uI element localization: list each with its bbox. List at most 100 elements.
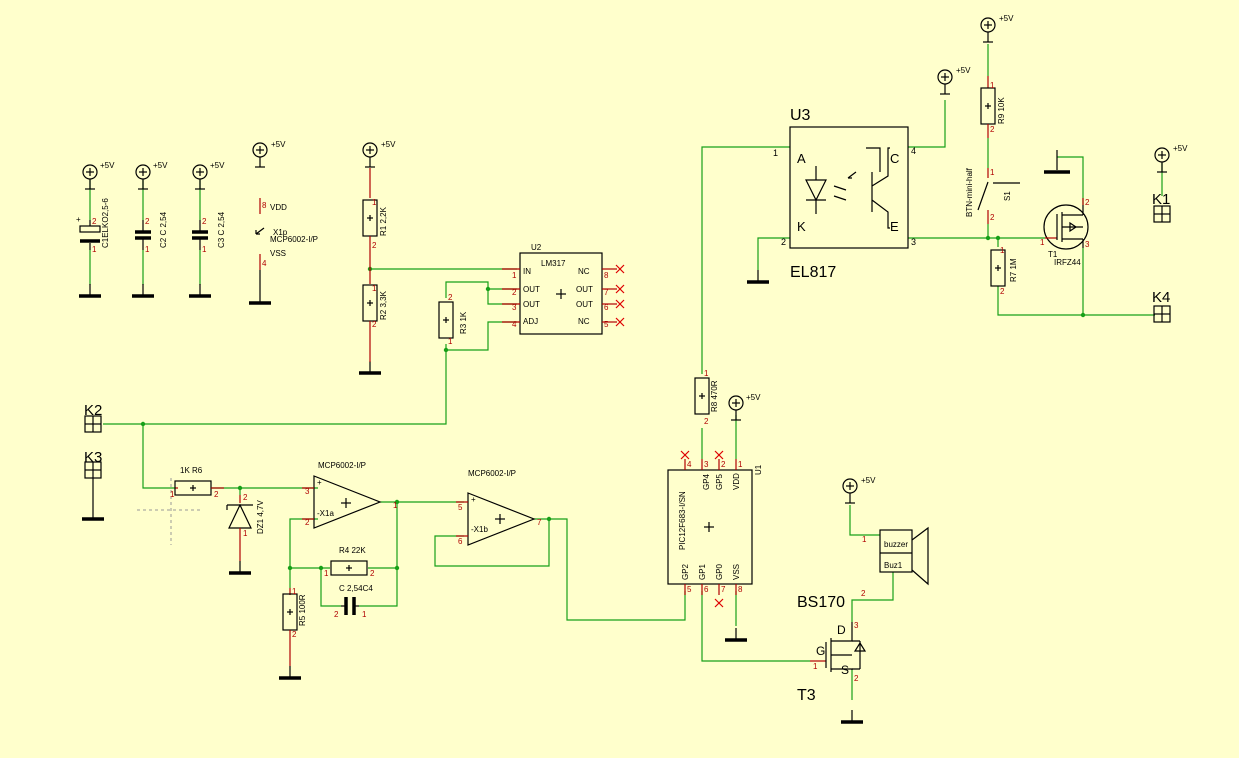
svg-text:2: 2 [372, 320, 377, 329]
r7-label: R7 1M [1009, 258, 1018, 282]
power-symbols: +5V +5V +5V +5V +5V +5V +5V +5V +5V +5V [82, 14, 1188, 504]
junctions [140, 235, 1086, 571]
svg-text:7: 7 [537, 518, 542, 527]
svg-text:NC: NC [578, 317, 590, 326]
plus5v-label-c2: +5V [153, 161, 168, 170]
bs170-label: BS170 [797, 594, 845, 611]
svg-text:1: 1 [1000, 246, 1005, 255]
r2-label: R2 3,3K [379, 290, 388, 320]
svg-text:GP4: GP4 [702, 473, 711, 490]
cursor-crosshair [137, 478, 200, 545]
c3-label: C3 C 2,54 [217, 211, 226, 248]
svg-text:2: 2 [1000, 287, 1005, 296]
svg-text:8: 8 [262, 201, 267, 210]
c4-label: C 2,54C4 [339, 584, 373, 593]
svg-text:+: + [317, 478, 322, 487]
svg-text:8: 8 [604, 271, 609, 280]
resistor-r9: 1 2 R9 10K [980, 76, 1006, 138]
svg-text:3: 3 [512, 303, 517, 312]
plus5v-label-k1: +5V [1173, 144, 1188, 153]
svg-text:2: 2 [990, 213, 995, 222]
svg-text:1: 1 [372, 284, 377, 293]
c2-label: C2 C 2,54 [159, 211, 168, 248]
svg-text:5: 5 [687, 585, 692, 594]
regulator-lm317: U2 LM317 1 2 3 4 8 7 6 5 IN OUT OUT ADJ … [502, 243, 625, 335]
svg-text:2: 2 [334, 610, 339, 619]
r3-label: R3 1K [459, 311, 468, 334]
resistor-r4: 1 2 R4 22K [324, 546, 375, 578]
svg-text:4: 4 [512, 320, 517, 329]
svg-text:1: 1 [1040, 238, 1045, 247]
svg-text:G: G [816, 644, 825, 658]
svg-text:2: 2 [1085, 198, 1090, 207]
switch-s1: 1 2 BTN-mini-half S1 [965, 167, 1020, 224]
svg-text:1: 1 [324, 569, 329, 578]
svg-text:5: 5 [604, 320, 609, 329]
svg-text:1: 1 [170, 490, 175, 499]
c1-label: C1ELKO2,5-6 [101, 198, 110, 248]
u1-label: U1 [754, 464, 763, 475]
svg-text:OUT: OUT [576, 285, 593, 294]
opamp-a-part: MCP6002-I/P [318, 461, 366, 470]
svg-text:8: 8 [738, 585, 743, 594]
x1p-vdd: VDD [270, 203, 287, 212]
svg-text:E: E [890, 219, 899, 234]
svg-text:6: 6 [458, 537, 463, 546]
svg-text:2: 2 [243, 493, 248, 502]
x1p-part: MCP6002-I/P [270, 235, 318, 244]
svg-text:OUT: OUT [523, 300, 540, 309]
el817-label: EL817 [790, 264, 836, 281]
resistor-r5: 1 2 R5 100R [282, 587, 307, 666]
svg-text:4: 4 [911, 146, 916, 156]
capacitor-c1: + 2 1 C1ELKO2,5-6 [76, 198, 110, 254]
opamp-x1b: MCP6002-I/P + -X1b 5 6 7 [456, 469, 542, 546]
svg-text:K1: K1 [1152, 191, 1170, 208]
ground-symbols [77, 150, 1070, 724]
svg-text:2: 2 [202, 217, 207, 226]
resistor-r6: 1 2 1K R6 [170, 466, 224, 499]
svg-text:1: 1 [393, 501, 398, 510]
svg-text:2: 2 [145, 217, 150, 226]
optocoupler-el817: U3 EL817 1 2 4 3 A K C E [773, 107, 916, 281]
svg-text:1: 1 [448, 337, 453, 346]
r4-label: R4 22K [339, 546, 366, 555]
svg-text:6: 6 [704, 585, 709, 594]
plus5v-label-pic: +5V [746, 393, 761, 402]
svg-text:OUT: OUT [523, 285, 540, 294]
svg-text:3: 3 [911, 237, 916, 247]
svg-text:2: 2 [370, 569, 375, 578]
svg-text:1: 1 [990, 168, 995, 177]
svg-text:2: 2 [92, 217, 97, 226]
svg-text:D: D [837, 623, 846, 637]
svg-text:2: 2 [990, 125, 995, 134]
r8-label: R8 470R [710, 380, 719, 412]
svg-text:2: 2 [854, 674, 859, 683]
plus5v-label-c3: +5V [210, 161, 225, 170]
svg-text:K4: K4 [1152, 289, 1170, 306]
r6-label: 1K R6 [180, 466, 203, 475]
svg-text:1: 1 [512, 271, 517, 280]
resistor-r7: 1 2 R7 1M [990, 246, 1018, 296]
resistor-r8: 1 2 R8 470R [694, 369, 719, 426]
plus5v-label-opto: +5V [956, 66, 971, 75]
svg-text:2: 2 [214, 490, 219, 499]
svg-text:2: 2 [781, 237, 786, 247]
svg-text:3: 3 [854, 621, 859, 630]
plus5v-label-r9: +5V [999, 14, 1014, 23]
svg-text:1: 1 [202, 245, 207, 254]
svg-text:1: 1 [738, 460, 743, 469]
svg-text:-X1a: -X1a [317, 509, 334, 518]
svg-text:VSS: VSS [732, 564, 741, 580]
svg-text:6: 6 [604, 303, 609, 312]
svg-text:2: 2 [305, 518, 310, 527]
svg-text:1: 1 [990, 81, 995, 90]
s1-name: S1 [1003, 191, 1012, 201]
svg-text:3: 3 [704, 460, 709, 469]
t1-label: T1 [1048, 250, 1058, 259]
r1-label: R1 2,2K [379, 206, 388, 236]
svg-text:IN: IN [523, 267, 531, 276]
svg-text:3: 3 [305, 487, 310, 496]
u3-label: U3 [790, 107, 811, 124]
mosfet-bs170: BS170 T3 D G S 3 1 2 [797, 594, 867, 704]
